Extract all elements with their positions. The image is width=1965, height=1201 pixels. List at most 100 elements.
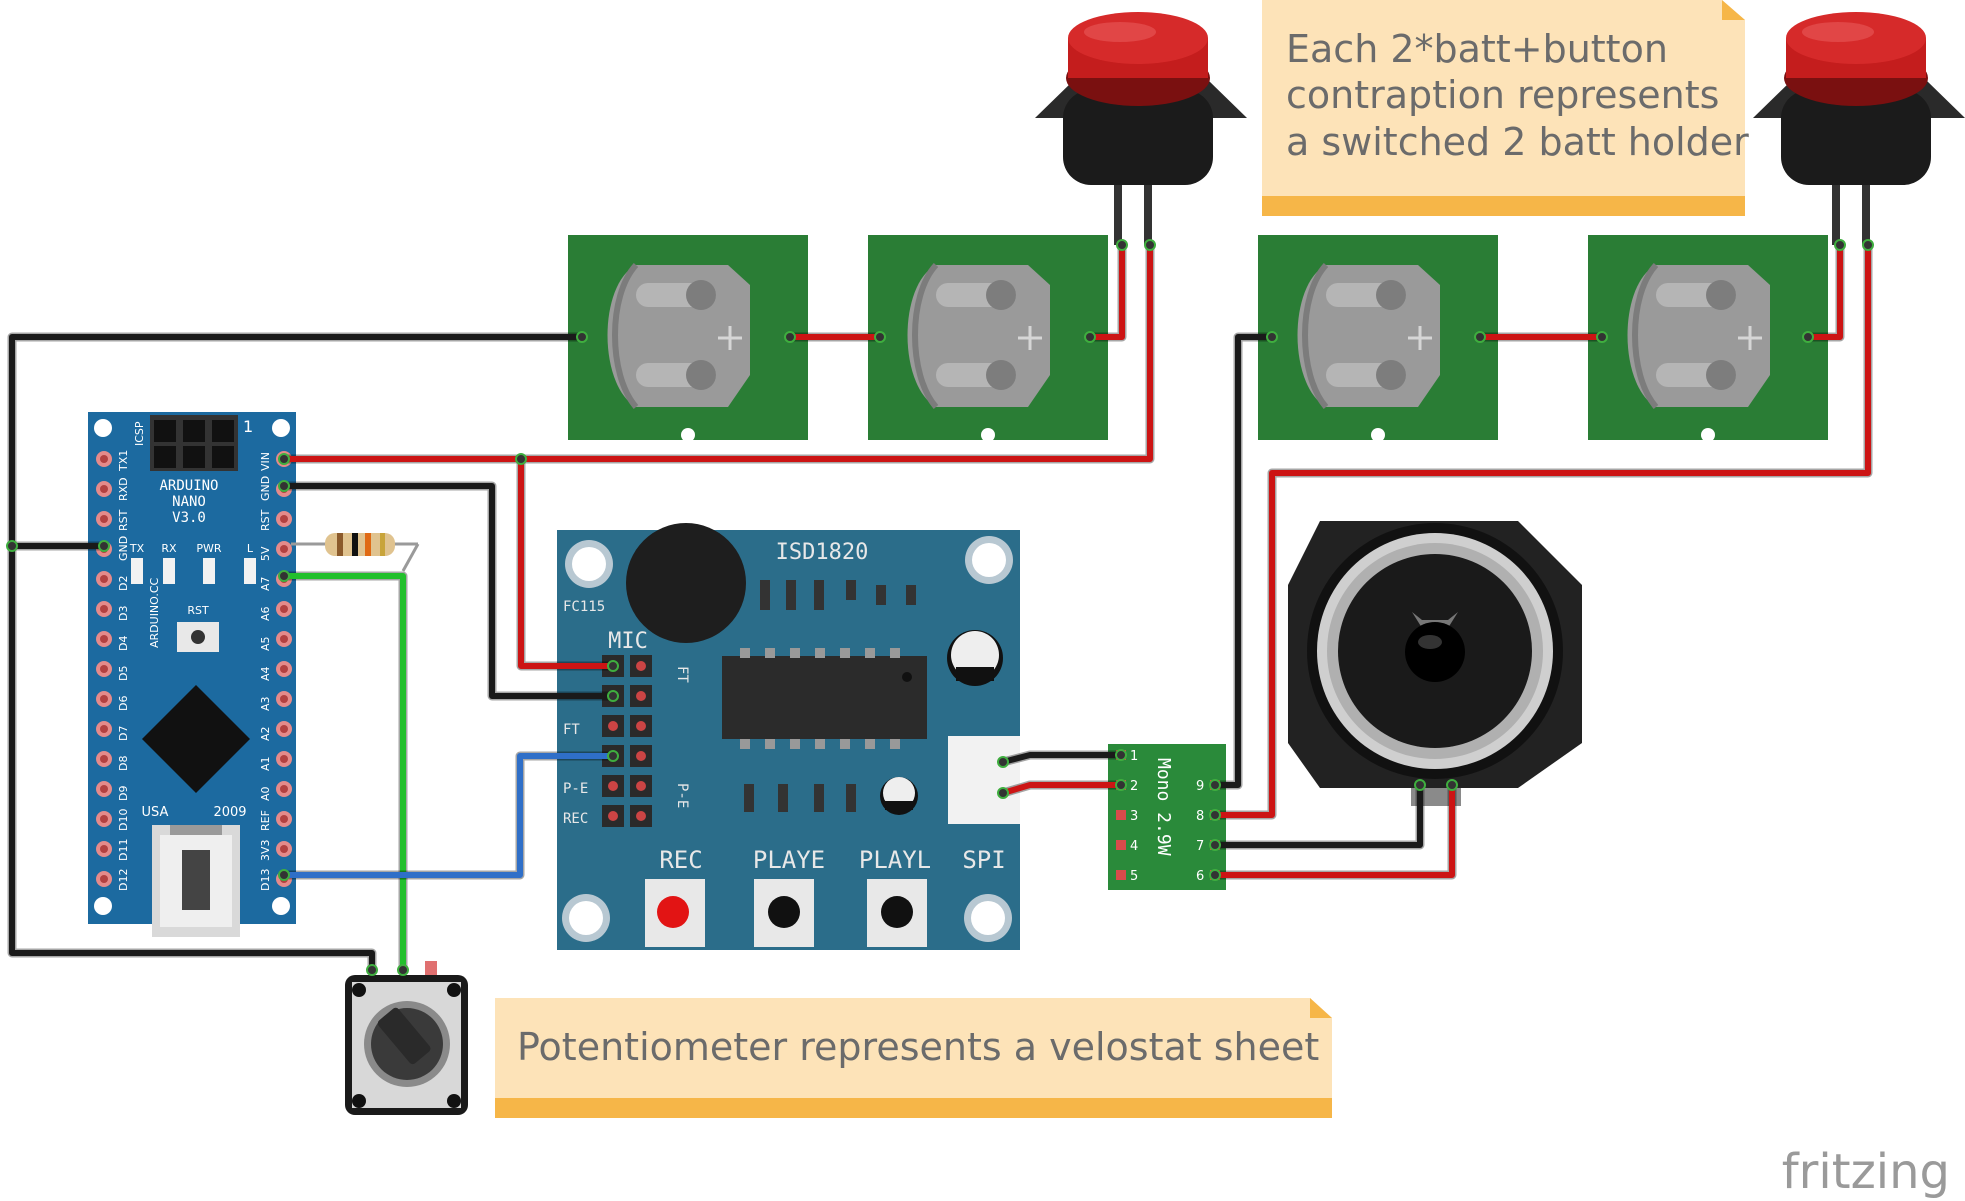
amp-right-pin-label: 7 bbox=[1196, 839, 1204, 854]
arduino-site-label: ARDUINO.CC bbox=[148, 577, 161, 648]
year-label: 2009 bbox=[213, 805, 246, 820]
playe-label: PLAYE bbox=[753, 846, 825, 874]
amp-left-pin-label: 2 bbox=[1130, 779, 1138, 794]
nano-right-pin-label: GND bbox=[259, 476, 272, 501]
playl-label: PLAYL bbox=[859, 846, 931, 874]
nano-right-pin-label: A2 bbox=[259, 726, 272, 741]
wire-batt2-to-button1[interactable] bbox=[1087, 242, 1125, 340]
pin1-label: 1 bbox=[243, 417, 253, 436]
spi-label: SPI bbox=[962, 846, 1005, 874]
battery-holder-4 bbox=[1588, 235, 1828, 442]
nano-right-pin-label: RST bbox=[259, 509, 272, 531]
amp-right-pin-label: 8 bbox=[1196, 809, 1204, 824]
nano-title-1: ARDUINO bbox=[159, 478, 218, 494]
amp-right-pin-label: 9 bbox=[1196, 779, 1204, 794]
nano-right-pin-label: A1 bbox=[259, 756, 272, 771]
wire-gnd-rail[interactable] bbox=[9, 334, 585, 973]
battery-holder-1 bbox=[568, 235, 808, 442]
nano-right-pin-label: A5 bbox=[259, 636, 272, 651]
wire-button1-to-vin[interactable] bbox=[281, 242, 1153, 462]
battery-note-line-1: Each 2*batt+button bbox=[1286, 27, 1668, 71]
nano-right-pin-label: REF bbox=[259, 810, 272, 831]
nano-title-3: V3.0 bbox=[172, 510, 206, 526]
wire-button2-to-amp-vcc[interactable] bbox=[1212, 242, 1871, 818]
led-l bbox=[244, 558, 256, 584]
speaker-connector bbox=[948, 736, 1020, 824]
mic-label: MIC bbox=[608, 629, 648, 654]
push-button-2[interactable] bbox=[1753, 12, 1965, 245]
potentiometer-note: Potentiometer represents a velostat shee… bbox=[495, 998, 1332, 1118]
amp-left-pin-label: 4 bbox=[1130, 839, 1138, 854]
wire-batt3-to-amp-gnd[interactable] bbox=[1212, 334, 1275, 788]
header-label-pe-right: P-E bbox=[674, 783, 690, 808]
nano-right-pin-label: VIN bbox=[259, 452, 272, 471]
nano-left-pin-label: D2 bbox=[117, 576, 130, 591]
push-button-1[interactable] bbox=[1035, 12, 1247, 245]
header-label-ft: FT bbox=[563, 722, 580, 738]
wire-gnd-to-isd[interactable] bbox=[281, 483, 616, 699]
nano-left-pin-label: D9 bbox=[117, 786, 130, 801]
wire-amp-to-speaker-neg[interactable] bbox=[1212, 782, 1423, 848]
microcontroller-chip bbox=[142, 685, 250, 793]
wire-vin-to-isd[interactable] bbox=[518, 456, 616, 669]
playe-button[interactable] bbox=[754, 879, 814, 947]
resistor bbox=[291, 533, 420, 572]
header-label-rec: REC bbox=[563, 811, 588, 827]
wire-isd-spk-to-amp-2[interactable] bbox=[1000, 782, 1124, 796]
icsp-label: ICSP bbox=[133, 421, 146, 446]
rec-button[interactable] bbox=[645, 879, 705, 947]
arduino-nano: ICSP 1 ARDUINO NANO V3.0 ARDUINO.CC TX R… bbox=[88, 412, 296, 937]
nano-left-pin-label: D10 bbox=[117, 809, 130, 831]
wire-pot-wiper-to-a7[interactable] bbox=[281, 573, 406, 973]
nano-left-pin-label: D7 bbox=[117, 726, 130, 741]
amp-left-pin-label: 1 bbox=[1130, 749, 1138, 764]
microphone bbox=[626, 523, 746, 643]
nano-left-pin-label: D3 bbox=[117, 606, 130, 621]
battery-holder-2 bbox=[868, 235, 1108, 442]
wire-isd-spk-to-amp-1[interactable] bbox=[1000, 752, 1124, 765]
battery-note-line-3: a switched 2 batt holder bbox=[1286, 120, 1749, 164]
nano-left-pin-label: D6 bbox=[117, 696, 130, 711]
led-pwr bbox=[203, 558, 215, 584]
led-label-l: L bbox=[247, 542, 254, 555]
nano-right-pin-label: 3V3 bbox=[259, 839, 272, 861]
amp-left-pin[interactable] bbox=[1116, 840, 1126, 850]
reset-button-cap[interactable] bbox=[191, 630, 205, 644]
led-rx bbox=[163, 558, 175, 584]
led-label-rx: RX bbox=[161, 542, 177, 555]
rst-label: RST bbox=[187, 604, 209, 617]
nano-left-pin-label: D5 bbox=[117, 666, 130, 681]
nano-right-pin-label: 5V bbox=[259, 546, 272, 561]
fritzing-logo: fritzing bbox=[1782, 1144, 1950, 1200]
speaker bbox=[1288, 521, 1582, 806]
wire-amp-to-speaker-pos[interactable] bbox=[1212, 782, 1455, 878]
nano-right-pin-label: A3 bbox=[259, 696, 272, 711]
battery-holder-3 bbox=[1258, 235, 1498, 442]
header-label-pe: P-E bbox=[563, 781, 588, 797]
isd-ic-chip bbox=[722, 648, 927, 749]
mini-usb-port[interactable] bbox=[152, 825, 240, 937]
nano-left-pin-label: D4 bbox=[117, 636, 130, 651]
wires bbox=[6, 239, 1874, 976]
led-label-pwr: PWR bbox=[196, 542, 222, 555]
wire-batt4-to-button2[interactable] bbox=[1805, 242, 1843, 340]
playl-button[interactable] bbox=[867, 879, 927, 947]
battery-note-line-2: contraption represents bbox=[1286, 73, 1719, 117]
isd-model: FC115 bbox=[563, 599, 605, 615]
amp-left-pin[interactable] bbox=[1116, 810, 1126, 820]
nano-right-pin-label: A7 bbox=[259, 576, 272, 591]
nano-left-pin-label: GND bbox=[117, 536, 130, 561]
potentiometer-note-text: Potentiometer represents a velostat shee… bbox=[517, 1025, 1319, 1069]
isd1820-module: ISD1820 FC115 MIC FT P-E REC bbox=[557, 523, 1020, 950]
led-tx bbox=[131, 558, 143, 584]
led-label-tx: TX bbox=[129, 542, 145, 555]
wire-d13-to-isd[interactable] bbox=[281, 753, 616, 878]
nano-left-pin-label: D11 bbox=[117, 839, 130, 861]
amp-label: Mono 2.9W bbox=[1153, 758, 1174, 856]
usa-label: USA bbox=[142, 805, 169, 820]
battery-holders bbox=[568, 235, 1828, 442]
amp-left-pin[interactable] bbox=[1116, 870, 1126, 880]
amp-right-pin-label: 6 bbox=[1196, 869, 1204, 884]
nano-left-pin-label: RXD bbox=[117, 477, 130, 501]
potentiometer[interactable] bbox=[345, 961, 468, 1115]
